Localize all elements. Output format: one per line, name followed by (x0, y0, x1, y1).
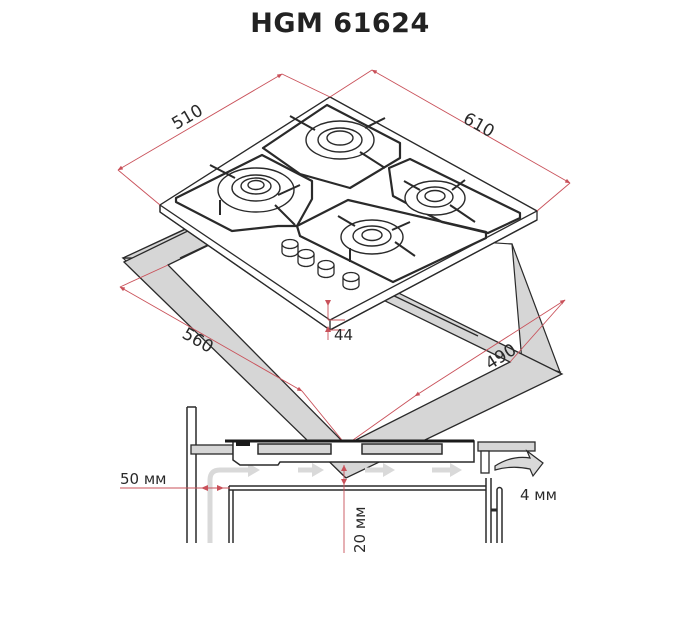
burner-left-wok (217, 167, 295, 213)
burner-front (340, 219, 404, 255)
dimension-lines (117, 69, 571, 446)
label-wall-clearance: 50 мм (120, 470, 167, 488)
model-title: HGM 61624 (250, 8, 430, 39)
label-front-gap: 4 мм (520, 486, 557, 504)
dim-44: 44 (334, 326, 353, 344)
control-knobs (281, 238, 360, 291)
label-air-gap: 20 мм (351, 507, 369, 554)
knob-3 (317, 259, 335, 279)
exhaust-arrow-icon (494, 449, 544, 478)
burner-back-center (305, 120, 375, 160)
knob-4 (342, 271, 360, 291)
dim-610: 610 (460, 109, 498, 142)
knob-1 (281, 238, 299, 258)
knob-2 (297, 248, 315, 268)
grate-bars (209, 115, 476, 262)
airflow-arrows (207, 463, 462, 543)
section-view: 50 мм 20 мм 4 мм (120, 406, 557, 554)
burners (217, 120, 466, 255)
